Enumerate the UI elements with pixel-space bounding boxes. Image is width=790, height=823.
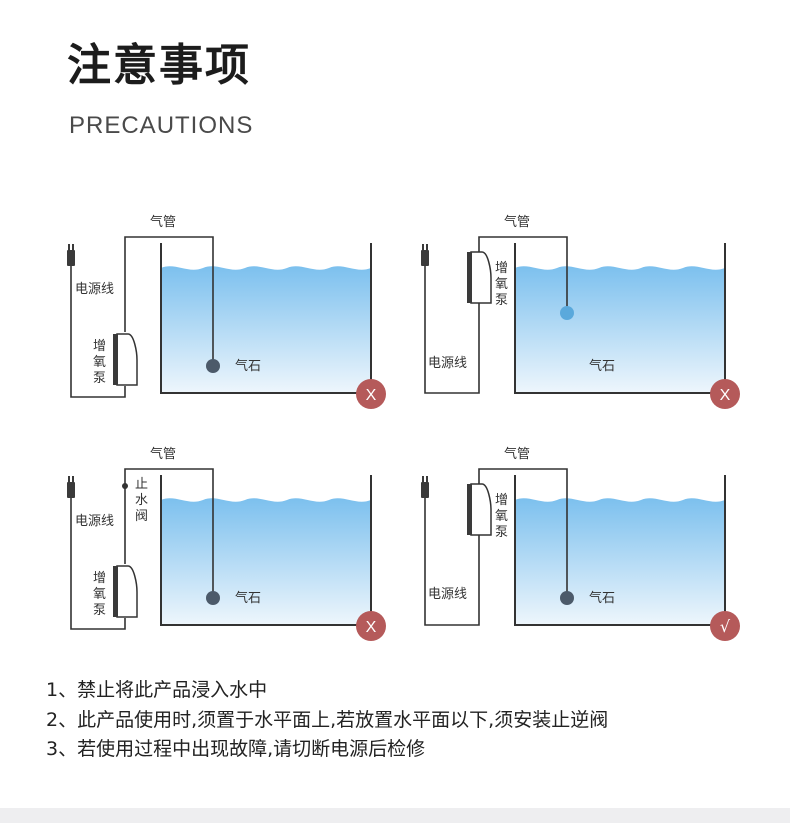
water (515, 266, 725, 393)
air-stone-label: 气石 (235, 590, 261, 606)
plug-icon (421, 244, 429, 266)
air-tube (478, 236, 568, 307)
power-cord (424, 498, 480, 626)
check-valve-label-1: 止 (135, 477, 148, 492)
list-item: 3、若使用过程中出现故障,请切断电源后检修 (46, 738, 426, 760)
tank (160, 475, 372, 626)
pump-icon (467, 251, 492, 304)
water (161, 266, 371, 393)
panel-top-right: 气管 电源线 增 氧 泵 气石 X (421, 214, 740, 409)
status-badge (710, 379, 740, 409)
power-cord-label: 电源线 (428, 587, 467, 602)
air-stone (206, 359, 220, 373)
air-tube-label: 气管 (504, 446, 530, 462)
power-cord-label: 电源线 (75, 282, 114, 297)
pump-label-3: 泵 (495, 525, 508, 540)
list-item: 2、此产品使用时,须置于水平面上,若放置水平面以下,须安装止逆阀 (46, 708, 609, 731)
power-cord-label: 电源线 (75, 514, 114, 529)
pump-label-1: 增 (93, 339, 106, 354)
water (515, 498, 725, 625)
power-cord (424, 266, 480, 394)
cross-icon: X (366, 387, 377, 404)
cross-icon: X (366, 619, 377, 636)
pump-icon (113, 565, 138, 618)
air-stone (560, 591, 574, 605)
air-stone-label: 气石 (235, 358, 261, 374)
page-subtitle: PRECAUTIONS (69, 112, 254, 139)
panel-bottom-right: 气管 电源线 增 氧 泵 气石 √ (421, 446, 740, 641)
air-stone (206, 591, 220, 605)
pump-label-1: 增 (93, 571, 106, 586)
air-tube (124, 236, 214, 365)
pump-label-1: 增 (495, 261, 508, 276)
cross-icon: X (720, 387, 731, 404)
check-icon: √ (720, 617, 731, 636)
pump-label-3: 泵 (495, 293, 508, 308)
pump-label-3: 泵 (93, 603, 106, 618)
air-stone-label: 气石 (589, 590, 615, 606)
power-cord (70, 498, 126, 630)
tank (514, 243, 726, 394)
panel-bottom-left: 气管 止 水 阀 电源线 增 氧 泵 气石 X (67, 446, 386, 641)
check-valve-label-3: 阀 (135, 509, 148, 524)
air-stone-label: 气石 (589, 358, 615, 374)
status-badge (356, 379, 386, 409)
precautions-list: 1、禁止将此产品浸入水中 2、此产品使用时,须置于水平面上,若放置水平面以下,须… (46, 676, 608, 765)
pump-label-2: 氧 (495, 277, 508, 292)
air-tube (478, 468, 568, 597)
status-badge (710, 611, 740, 641)
tank (514, 475, 726, 626)
power-cord-label: 电源线 (428, 356, 467, 371)
pump-label-1: 增 (495, 493, 508, 508)
panel-top-left: 气管 电源线 增 氧 泵 气石 X (67, 214, 386, 409)
air-tube-label: 气管 (150, 446, 176, 462)
plug-icon (67, 476, 75, 498)
air-tube-label: 气管 (504, 214, 530, 230)
air-tube-label: 气管 (150, 214, 176, 230)
pump-label-2: 氧 (495, 509, 508, 524)
air-stone (560, 306, 574, 320)
pump-icon (467, 483, 492, 536)
pump-label-2: 氧 (93, 355, 106, 370)
water (161, 498, 371, 625)
air-tube (124, 468, 214, 597)
status-badge (356, 611, 386, 641)
check-valve-label-2: 水 (135, 493, 148, 508)
footer-bar (0, 808, 790, 823)
list-item: 1、禁止将此产品浸入水中 (46, 679, 268, 701)
tank (160, 243, 372, 394)
plug-icon (67, 244, 75, 266)
pump-label-2: 氧 (93, 587, 106, 602)
power-cord (70, 266, 126, 398)
pump-label-3: 泵 (93, 371, 106, 386)
pump-icon (113, 333, 138, 386)
plug-icon (421, 476, 429, 498)
check-valve-icon (122, 483, 128, 489)
page-title: 注意事项 (67, 40, 251, 91)
